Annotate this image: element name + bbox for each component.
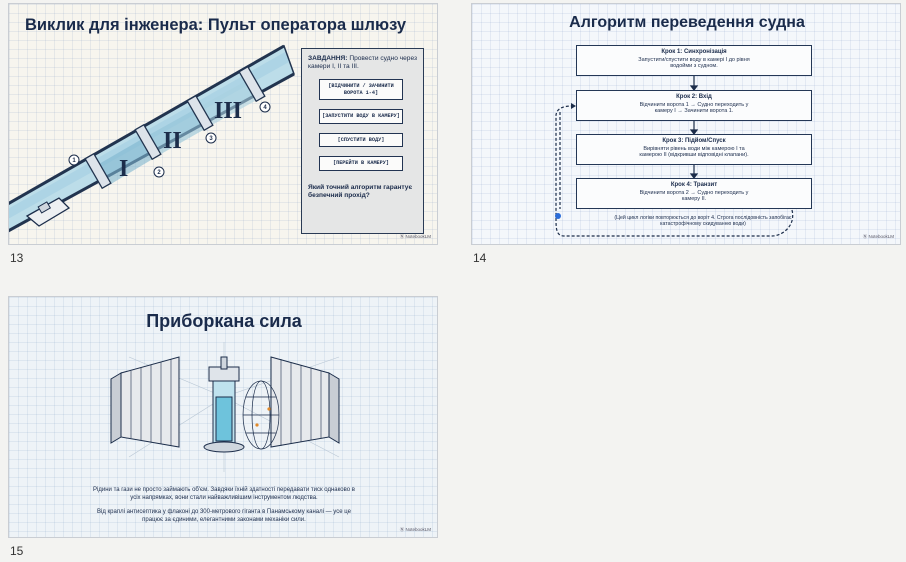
fill-chamber-button: [ЗАПУСТИТИ ВОДУ В КАМЕРУ] [319, 109, 403, 124]
cycle-note: (Цей цикл логіки повторюється до воріт 4… [614, 215, 792, 228]
slide-title: Виклик для інженера: Пульт оператора шлю… [25, 16, 407, 34]
step-description: Відчинити ворота 2 → Судно переходить у … [639, 189, 749, 203]
step-box-1: Крок 1: Синхронізація Запустити/спустити… [576, 45, 812, 76]
step-box-3: Крок 3: Підйом/Спуск Вирівняти рівень во… [576, 134, 812, 165]
slide-paragraph-2: Від краплі антисептика у флаконі до 300-… [97, 509, 351, 523]
brand-watermark: Ⓝ NotebookLM [862, 234, 894, 239]
slide-paragraph-1: Рідини та гази не просто займають об'єм.… [93, 487, 355, 501]
task-label: ЗАВДАННЯ: [308, 55, 348, 62]
step-description: Вирівняти рівень води між камерою I та к… [639, 145, 749, 159]
move-to-chamber-button: [ПЕРЕЙТИ В КАМЕРУ] [319, 156, 403, 171]
step-box-2: Крок 2: Вхід Відчинити ворота 1 → Судно … [576, 90, 812, 121]
ship-icon [25, 197, 71, 227]
task-text: Провести судно через камери I, II та III… [308, 55, 418, 70]
step-title: Крок 4: Транзит [670, 182, 718, 188]
step-description: Запустити/спустити воду в камері I до рі… [638, 56, 750, 70]
lock-canal-illustration: I II III 1 2 3 4 [9, 44, 295, 233]
hydraulic-lock-illustration [110, 342, 340, 472]
question-text: Який точний алгоритм гарантує безпечний … [308, 183, 413, 199]
slide-title: Алгоритм переведення судна [569, 14, 805, 31]
drain-water-button: [СПУСТИТИ ВОДУ] [319, 132, 403, 147]
gate-marker-3: 3 [209, 136, 213, 142]
slide-number-15: 15 [10, 544, 24, 558]
brand-watermark: Ⓝ NotebookLM [399, 234, 431, 239]
right-gate-structure [270, 356, 340, 448]
step-description: Відчинити ворота 1 → Судно переходить у … [639, 101, 749, 115]
slide-thumbnail-13[interactable]: I II III 1 2 3 4 Виклик для інженера: Пу… [8, 3, 438, 245]
open-close-gates-button: [ВІДЧИНИТИ / ЗАЧИНИТИ ВОРОТА 1-4] [319, 79, 403, 100]
brand-watermark: Ⓝ NotebookLM [399, 527, 431, 532]
gate-marker-2: 2 [157, 170, 161, 176]
slide-thumbnail-14[interactable]: Алгоритм переведення судна Крок 1: Синхр… [471, 3, 901, 245]
gate-marker-4: 4 [263, 105, 267, 111]
step-title: Крок 3: Підйом/Спуск [662, 138, 726, 144]
loop-start-icon [555, 213, 561, 219]
gate-marker-1: 1 [72, 158, 76, 164]
step-title: Крок 2: Вхід [676, 94, 712, 100]
step-box-4: Крок 4: Транзит Відчинити ворота 2 → Суд… [576, 178, 812, 209]
slide-number-13: 13 [10, 251, 24, 265]
wireframe-sphere [242, 380, 280, 450]
slide-number-14: 14 [473, 251, 487, 265]
chamber-label-1: I [119, 156, 128, 182]
operator-panel: ЗАВДАННЯ: Провести судно через камери I,… [301, 48, 424, 234]
chamber-label-3: III [214, 98, 242, 124]
slide-thumbnail-15[interactable]: Приборкана сила Рідини та гази не просто… [8, 296, 438, 538]
slide-title: Приборкана сила [146, 311, 302, 331]
left-gate-structure [110, 356, 180, 448]
step-title: Крок 1: Синхронізація [661, 49, 727, 55]
chamber-label-2: II [163, 128, 182, 154]
hydraulic-cylinder [203, 356, 245, 453]
